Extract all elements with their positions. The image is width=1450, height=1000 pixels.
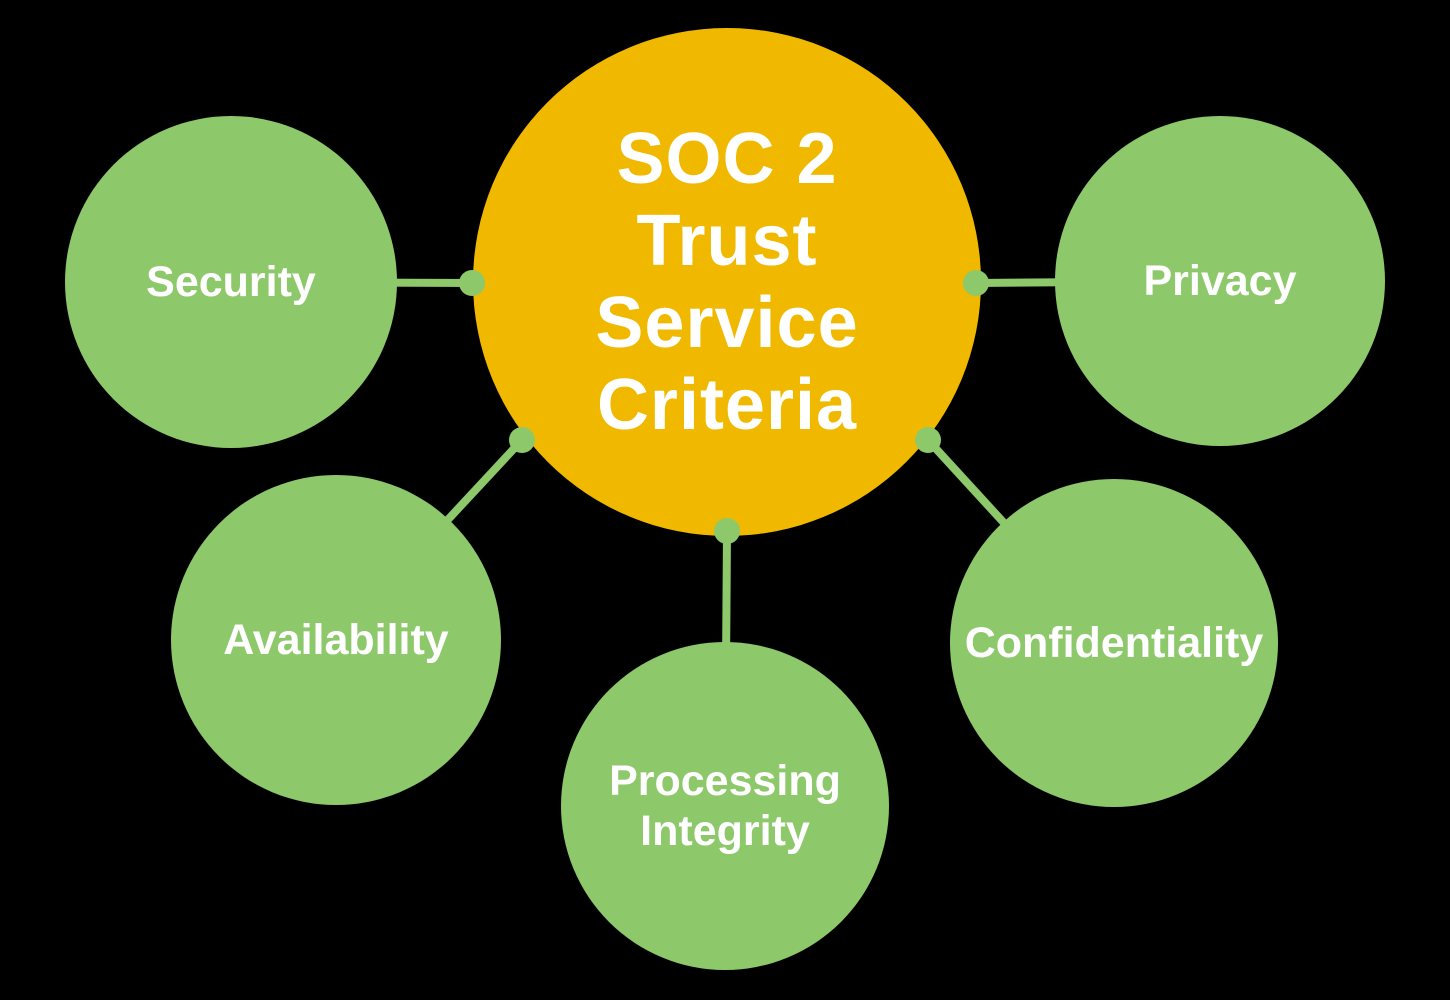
connector-dot-confidentiality: [915, 427, 941, 453]
connector-dot-security: [459, 270, 485, 296]
processing-integrity-label: Processing Integrity: [609, 757, 841, 855]
security-label: Security: [146, 258, 316, 306]
node-processing-integrity: Processing Integrity: [561, 642, 889, 970]
connector-dot-processing-integrity: [714, 518, 740, 544]
node-security: Security: [65, 116, 397, 448]
confidentiality-label: Confidentiality: [964, 619, 1264, 667]
center-node-soc2-trust-service-criteria: SOC 2 Trust Service Criteria: [473, 28, 981, 536]
node-privacy: Privacy: [1055, 116, 1385, 446]
node-confidentiality: Confidentiality: [950, 479, 1278, 807]
connector-dot-availability: [509, 427, 535, 453]
privacy-label: Privacy: [1143, 257, 1297, 305]
availability-label: Availability: [223, 616, 449, 664]
connector-dot-privacy: [963, 270, 989, 296]
node-availability: Availability: [171, 475, 501, 805]
center-node-label: SOC 2 Trust Service Criteria: [595, 119, 859, 445]
